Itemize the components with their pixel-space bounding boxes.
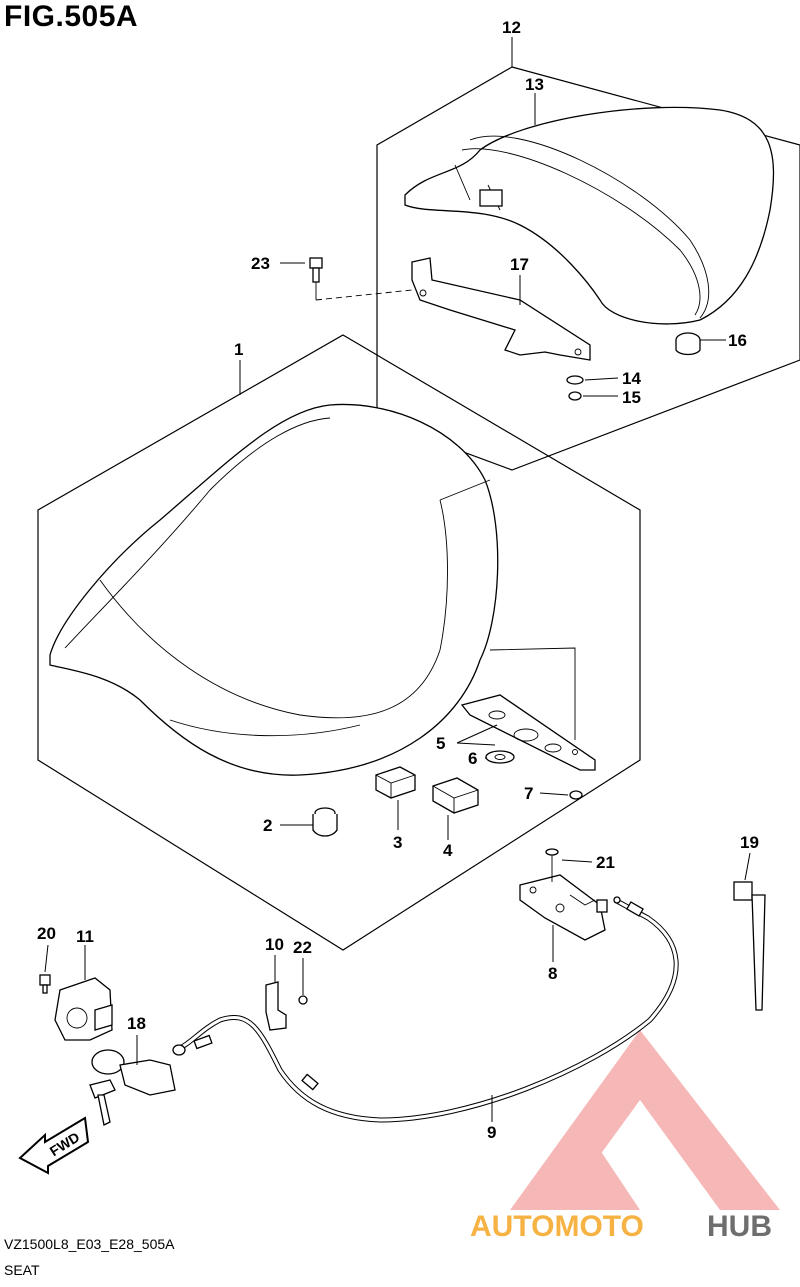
callout-5: 5: [436, 734, 445, 753]
callout-18: 18: [127, 1014, 146, 1033]
washer-14: [566, 375, 584, 385]
callout-3: 3: [393, 833, 402, 852]
callout-19: 19: [740, 833, 759, 852]
callout-2: 2: [263, 816, 272, 835]
callout-15: 15: [622, 388, 641, 407]
cable-clamp: [265, 981, 287, 1031]
figure-code: VZ1500L8_E03_E28_505A: [4, 1236, 175, 1252]
watermark-text-part2: HUB: [707, 1210, 772, 1243]
figure-name: SEAT: [4, 1262, 40, 1278]
nut-15: [568, 391, 582, 401]
watermark-logo: [510, 1030, 780, 1210]
figure-title: FIG.505A: [4, 0, 139, 33]
cable-tie: [733, 881, 766, 1011]
callout-9: 9: [487, 1123, 496, 1142]
seat-hinge-plate: [460, 694, 596, 771]
cushion-16: [675, 332, 701, 356]
callout-12: 12: [502, 18, 521, 37]
fwd-arrow: FWD: [18, 1116, 90, 1175]
hexagon-group-12: [376, 66, 800, 471]
bushing-6: [485, 750, 515, 764]
callout-8: 8: [548, 964, 557, 983]
leader-lines: [44, 37, 751, 1122]
callout-10: 10: [265, 935, 284, 954]
callout-labels: 12 13 23 17 16 14 15 1 5 6 7 2 3 4 21 19…: [37, 18, 759, 1142]
callout-22: 22: [293, 938, 312, 957]
callout-7: 7: [524, 784, 533, 803]
pillion-seat: [404, 106, 775, 325]
nut-7: [569, 790, 583, 800]
callout-14: 14: [622, 369, 641, 388]
callout-23: 23: [251, 254, 270, 273]
bolt-23: [309, 257, 323, 283]
seat-lock-cable: [172, 896, 679, 1123]
callout-1: 1: [234, 340, 243, 359]
screw-22: [298, 995, 308, 1005]
pad-4: [432, 777, 479, 814]
callout-21: 21: [596, 853, 615, 872]
callout-13: 13: [525, 75, 544, 94]
callout-11: 11: [76, 927, 94, 946]
callout-20: 20: [37, 924, 56, 943]
main-seat: [49, 403, 576, 776]
hexagon-group-1: [37, 334, 641, 951]
watermark-text: AUTOMOTO HUB: [470, 1210, 772, 1243]
seat-lock-set: [89, 1049, 176, 1126]
pad-3: [375, 766, 416, 799]
callout-4: 4: [443, 841, 453, 860]
bolt-20: [39, 974, 51, 994]
cushion-2: [312, 807, 338, 837]
watermark-text-part1: AUTOMOTO: [470, 1210, 644, 1243]
callout-16: 16: [728, 331, 747, 350]
screw-21: [545, 848, 559, 882]
seat-latch: [519, 874, 608, 941]
pillion-bracket: [315, 257, 591, 361]
callout-6: 6: [468, 749, 477, 768]
lock-bracket: [54, 977, 113, 1041]
callout-17: 17: [510, 255, 529, 274]
